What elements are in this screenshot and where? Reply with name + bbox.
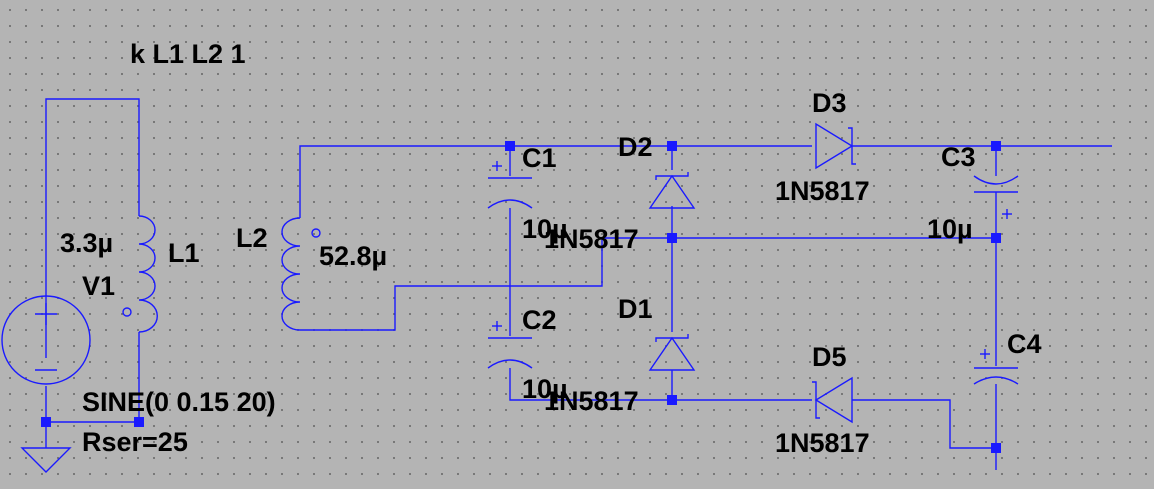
junction [667, 395, 677, 405]
d5-model-label[interactable]: 1N5817 [775, 428, 870, 458]
wire-primary-top[interactable] [45, 98, 140, 358]
l1-value-label[interactable]: 3.3µ [60, 228, 113, 258]
c1-value-label[interactable]: 10µ [522, 214, 568, 244]
wire-l2-bottom[interactable] [300, 238, 603, 331]
d2-model-label[interactable]: 1N5817 [544, 224, 639, 254]
wire-l2-top[interactable] [299, 145, 510, 218]
d1-name-label[interactable]: D1 [618, 294, 653, 324]
d3-name-label[interactable]: D3 [812, 88, 847, 118]
wire-d5-right[interactable] [852, 399, 996, 449]
junctions [41, 141, 1001, 453]
d3-model-label[interactable]: 1N5817 [775, 176, 870, 206]
junction [505, 141, 515, 151]
junction [41, 417, 51, 427]
c1-capacitor-symbol[interactable] [487, 161, 533, 209]
l2-value-label[interactable]: 52.8µ [319, 241, 387, 271]
d1-diode-symbol[interactable] [648, 334, 696, 371]
v1-source-symbol[interactable] [1, 295, 91, 385]
d5-name-label[interactable]: D5 [812, 342, 847, 372]
junction [667, 233, 677, 243]
v1-name-label[interactable]: V1 [82, 271, 115, 301]
l1-name-label[interactable]: L1 [168, 238, 200, 268]
d5-diode-symbol[interactable] [812, 376, 853, 424]
c4-name-label[interactable]: C4 [1007, 329, 1042, 359]
junction [667, 141, 677, 151]
l2-name-label[interactable]: L2 [236, 223, 268, 253]
c3-value-label[interactable]: 10µ [927, 214, 973, 244]
labels: k L1 L2 1 3.3µ L1 V1 SINE(0 0.15 20) Rse… [60, 39, 1042, 458]
d1-model-label[interactable]: 1N5817 [544, 386, 639, 416]
wire-c2-bottom[interactable] [509, 368, 672, 401]
c2-name-label[interactable]: C2 [522, 305, 557, 335]
junction [991, 443, 1001, 453]
junction [991, 233, 1001, 243]
junction [134, 417, 144, 427]
c4-capacitor-symbol[interactable] [973, 349, 1019, 385]
ground-icon [20, 447, 72, 473]
c3-name-label[interactable]: C3 [941, 142, 976, 172]
v1-rser-label[interactable]: Rser=25 [82, 427, 188, 457]
d2-diode-symbol[interactable] [648, 172, 696, 209]
c2-value-label[interactable]: 10µ [522, 374, 568, 404]
spice-directive[interactable]: k L1 L2 1 [130, 39, 246, 69]
d2-name-label[interactable]: D2 [618, 132, 653, 162]
c3-capacitor-symbol[interactable] [973, 175, 1019, 219]
d3-diode-symbol[interactable] [815, 122, 856, 170]
c1-name-label[interactable]: C1 [522, 143, 557, 173]
l2-inductor-symbol[interactable] [281, 217, 321, 331]
junction [991, 141, 1001, 151]
l1-inductor-symbol[interactable] [122, 215, 158, 333]
c2-capacitor-symbol[interactable] [487, 321, 533, 369]
v1-value-label[interactable]: SINE(0 0.15 20) [82, 387, 276, 417]
